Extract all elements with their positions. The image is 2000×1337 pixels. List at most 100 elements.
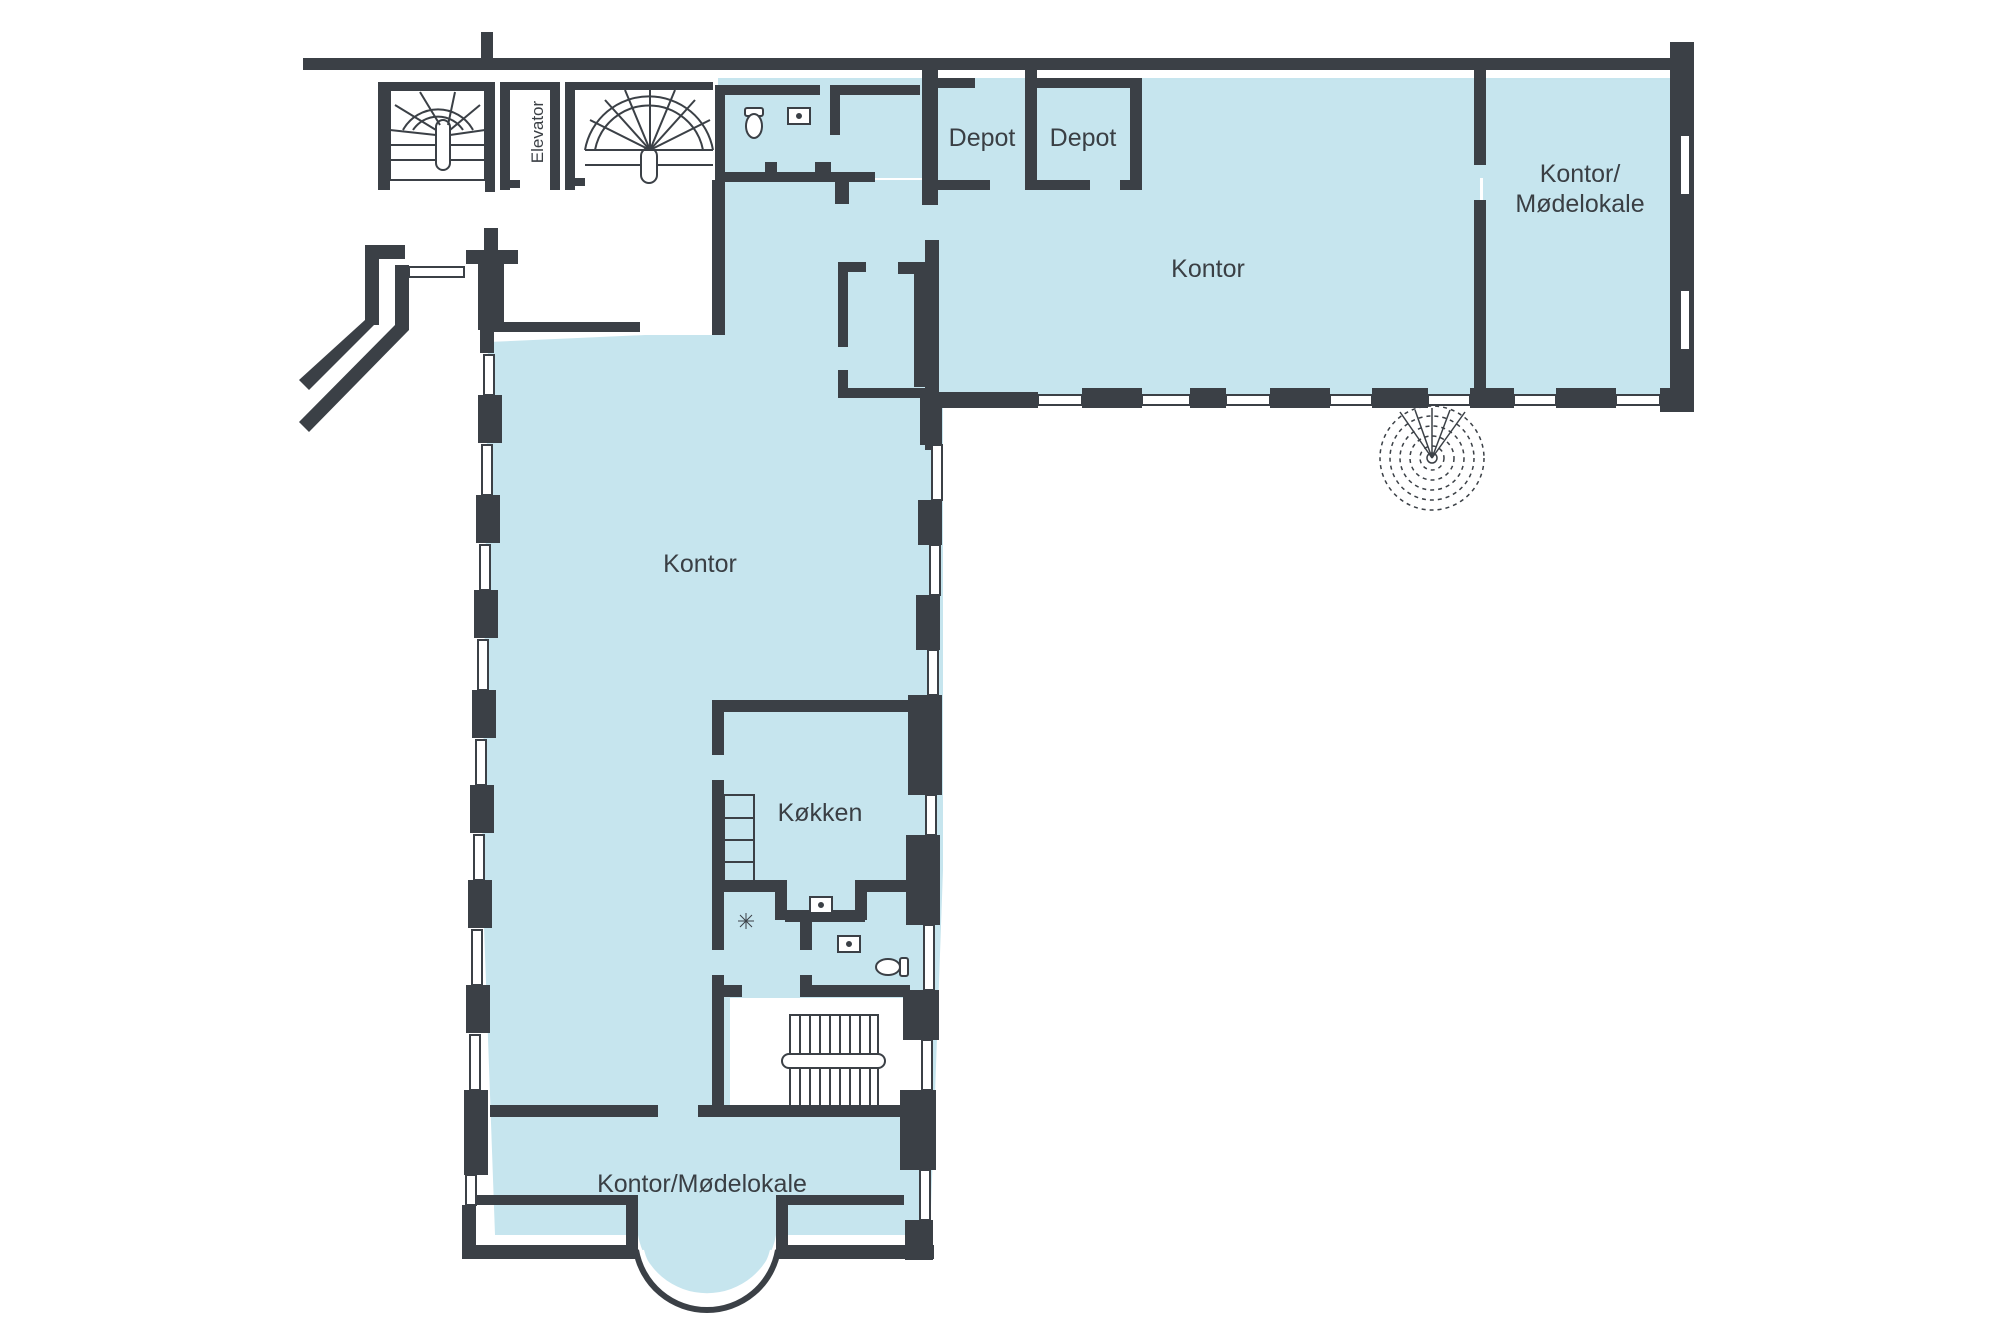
wall: [462, 1205, 476, 1255]
label-depot-2: Depot: [1050, 124, 1117, 152]
wall: [838, 388, 928, 398]
walls: [299, 32, 1694, 1260]
window: [475, 739, 487, 786]
wall: [490, 1105, 658, 1117]
wall: [785, 910, 865, 922]
window: [1679, 289, 1691, 351]
window: [1225, 394, 1271, 406]
wall: [916, 595, 940, 650]
window: [925, 794, 937, 836]
wall: [481, 32, 493, 62]
wall: [922, 70, 932, 205]
straight-stair: [781, 1014, 886, 1111]
wall: [1025, 70, 1037, 190]
wall: [484, 228, 498, 258]
sink-icon: [809, 896, 833, 914]
wall: [935, 180, 990, 190]
wall: [830, 85, 840, 135]
window: [1329, 394, 1373, 406]
window: [1141, 394, 1191, 406]
wall: [712, 180, 724, 335]
wall: [815, 162, 831, 174]
wall: [935, 78, 975, 88]
window: [927, 649, 939, 696]
windows: [408, 134, 1691, 1221]
window: [465, 1174, 477, 1206]
wall: [1270, 388, 1330, 408]
wall: [468, 880, 492, 928]
window: [483, 354, 495, 396]
window: [1427, 394, 1471, 406]
wall: [712, 780, 724, 950]
fixtures: [723, 107, 909, 977]
wall: [565, 178, 585, 186]
label-depot-1: Depot: [949, 124, 1016, 152]
wall: [938, 392, 1038, 408]
label-elevator: Elevator: [528, 100, 547, 163]
wall: [855, 880, 915, 892]
floor-bay-window: [638, 1235, 776, 1294]
label-kontor-modelokale-right-line1: Kontor/: [1540, 160, 1621, 188]
window: [1615, 394, 1661, 406]
window: [923, 924, 935, 991]
wall: [918, 500, 942, 545]
wall: [1120, 180, 1142, 190]
wall: [626, 1195, 638, 1250]
window: [477, 639, 489, 691]
wall: [1660, 388, 1694, 412]
wall: [474, 590, 498, 638]
kitchen-counter: [723, 794, 755, 886]
window: [919, 1169, 931, 1221]
wall: [365, 245, 379, 325]
wall: [838, 262, 866, 272]
wall: [903, 990, 939, 1040]
wall: [800, 985, 910, 997]
wall: [725, 172, 875, 182]
window: [931, 444, 943, 501]
wall: [776, 1245, 934, 1259]
window: [1513, 394, 1557, 406]
wall: [485, 82, 495, 192]
wall: [1082, 388, 1142, 408]
floor-kontor-modelokale-right: [1483, 78, 1683, 402]
window: [1037, 394, 1083, 406]
wall: [488, 322, 640, 332]
floor-kontor-top: [925, 160, 1480, 402]
wall: [500, 82, 510, 190]
wall: [378, 82, 493, 90]
wall: [928, 70, 938, 205]
spiral-stair-left: [389, 89, 486, 181]
wall: [800, 920, 812, 950]
label-kontor-top: Kontor: [1171, 255, 1245, 283]
window: [479, 544, 491, 591]
wall: [1372, 388, 1428, 408]
wall: [476, 495, 500, 543]
wall: [715, 85, 820, 95]
wall: [775, 880, 787, 920]
wall: [835, 180, 849, 204]
wall: [299, 320, 379, 390]
wall: [715, 85, 725, 180]
wall: [1474, 200, 1486, 395]
wall: [466, 985, 490, 1033]
wall: [712, 700, 912, 712]
wall: [908, 695, 942, 795]
wall: [299, 325, 409, 432]
wall: [478, 395, 502, 443]
window: [1679, 134, 1691, 196]
wall: [776, 1195, 904, 1205]
window: [469, 1034, 481, 1091]
wall: [920, 395, 942, 445]
outdoor-spiral-stair: [1379, 405, 1485, 511]
wall: [838, 262, 848, 347]
window: [481, 444, 493, 496]
wall: [712, 985, 742, 997]
toilet-icon: [875, 957, 909, 977]
wall: [550, 82, 560, 190]
bay-window-arc-inner: [642, 1249, 772, 1301]
wall: [900, 1090, 936, 1170]
wall: [500, 180, 520, 188]
wall: [470, 785, 494, 833]
wall: [565, 82, 575, 190]
wall: [914, 262, 928, 387]
